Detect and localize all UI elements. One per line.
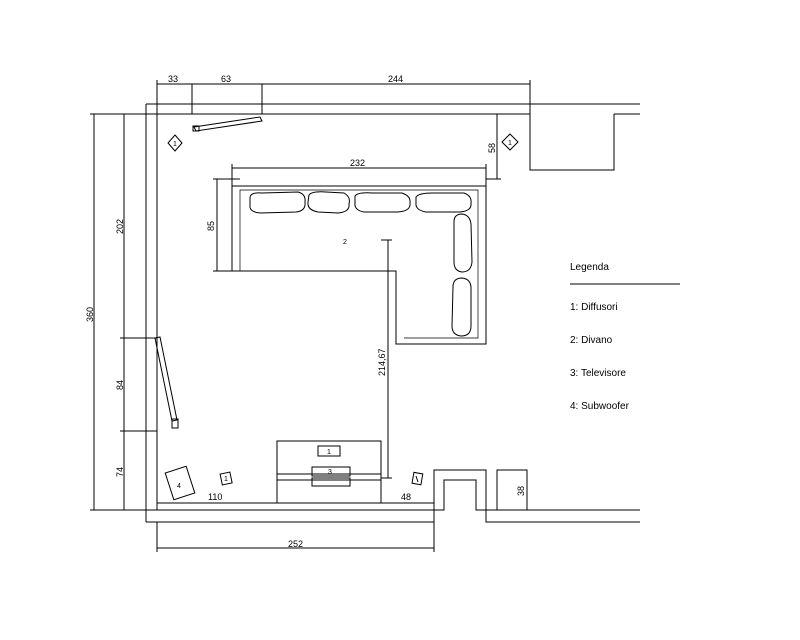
dim-bottom-left: 110 (208, 492, 222, 502)
speaker-box (219, 471, 233, 486)
window-handle (171, 418, 179, 429)
dim-sofa-depth: 85 (206, 221, 216, 231)
dim-bottom-total: 252 (288, 539, 303, 549)
legend-item: 1: Diffusori (570, 302, 618, 313)
tv-marker: 3 (328, 469, 332, 476)
subwoofer: 4 (164, 465, 196, 501)
dimension-labels: 33 63 244 360 202 84 74 232 85 58 214,67… (85, 74, 526, 549)
legend-title: Legenda (570, 262, 609, 273)
legend-item: 3: Televisore (570, 368, 626, 379)
speaker-bottom-right (411, 471, 424, 486)
legend-item: 4: Subwoofer (570, 401, 630, 412)
dim-wall-offset: 58 (487, 143, 497, 153)
dim-sofa-width: 232 (350, 158, 365, 168)
speaker-cone (415, 475, 419, 483)
speaker-diamond (501, 133, 519, 151)
tv-screen (311, 466, 351, 477)
sofa-outline (231, 185, 487, 345)
walls (145, 84, 640, 523)
door-handle (192, 125, 200, 132)
sofa-cushion (354, 192, 411, 213)
dim-niche: 38 (516, 486, 526, 496)
tv-stand (311, 477, 351, 487)
speaker-diamond (167, 134, 183, 152)
bottom-notch-outer (433, 469, 640, 523)
sofa-marker: 2 (343, 239, 347, 246)
tv-unit (276, 440, 382, 504)
dim-height-lower: 74 (115, 467, 125, 477)
speaker-box (411, 471, 424, 486)
speaker-bottom-left: 1 (219, 471, 233, 486)
dimensions (90, 80, 531, 552)
legend-item: 2: Divano (570, 335, 613, 346)
speaker-marker: 1 (224, 476, 228, 483)
speaker-top-left: 1 (167, 134, 183, 152)
window-leaf (154, 336, 178, 422)
dim-height-total: 360 (85, 307, 95, 322)
dim-bottom-right: 48 (401, 492, 411, 502)
legend: Legenda 1: Diffusori 2: Divano 3: Televi… (570, 262, 680, 412)
speaker-marker: 1 (508, 140, 512, 147)
tv-speaker-box (317, 445, 341, 457)
bottom-notch-inner (434, 479, 486, 511)
door-leaf (193, 116, 263, 132)
sofa-cushion (307, 191, 350, 214)
sofa-cushion (249, 191, 306, 214)
sofa (231, 185, 487, 345)
sofa-cushion (451, 277, 472, 337)
speaker-top-right: 1 (501, 133, 519, 151)
tv-speaker-marker: 1 (327, 449, 331, 456)
speaker-marker: 1 (173, 141, 177, 148)
dim-tv-distance: 214,67 (377, 348, 387, 376)
dim-top-door: 63 (221, 74, 231, 84)
sofa-cushion (415, 192, 472, 213)
subwoofer-marker: 4 (177, 483, 181, 490)
sofa-inner (239, 189, 479, 339)
dim-height-upper: 202 (115, 219, 125, 234)
dim-height-window: 84 (115, 380, 125, 390)
niche-top-right (529, 114, 615, 171)
sofa-cushion (453, 213, 473, 273)
dim-top-right: 244 (388, 74, 403, 84)
dim-top-left-gap: 33 (168, 74, 178, 84)
subwoofer-box (164, 465, 196, 501)
